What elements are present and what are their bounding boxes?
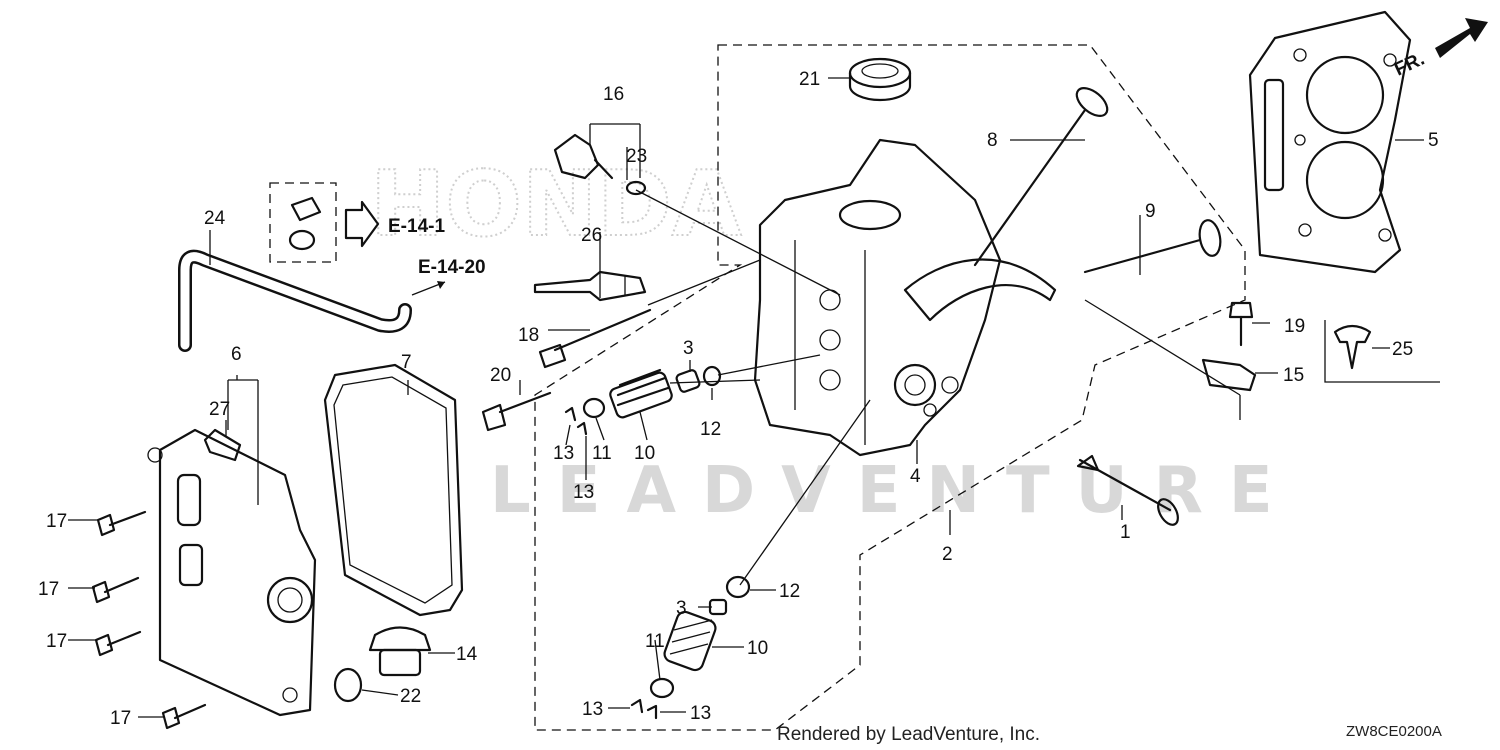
bolt-20[interactable] bbox=[481, 391, 552, 432]
callout-11-upper[interactable]: 11 bbox=[592, 443, 612, 464]
callout-13-lower-a[interactable]: 13 bbox=[582, 699, 603, 720]
callout-13-lower-b[interactable]: 13 bbox=[690, 703, 711, 724]
bolt-flange[interactable] bbox=[1076, 454, 1182, 528]
callout-19[interactable]: 19 bbox=[1284, 316, 1305, 337]
valve-spring-lower[interactable] bbox=[662, 610, 717, 673]
valve-retainer-lower[interactable] bbox=[649, 677, 675, 699]
callout-27[interactable]: 27 bbox=[209, 399, 230, 420]
credit-text: Rendered by LeadVenture, Inc. bbox=[777, 724, 1040, 745]
stud-bolt[interactable] bbox=[538, 308, 652, 369]
valve-stem-seal-lower[interactable] bbox=[708, 598, 728, 616]
breather-tube[interactable] bbox=[178, 249, 412, 352]
callout-8[interactable]: 8 bbox=[987, 130, 998, 151]
callout-6[interactable]: 6 bbox=[231, 344, 242, 365]
o-ring[interactable] bbox=[333, 667, 363, 703]
callout-4[interactable]: 4 bbox=[910, 466, 921, 487]
callout-26[interactable]: 26 bbox=[581, 225, 602, 246]
callout-22[interactable]: 22 bbox=[400, 686, 421, 707]
callout-17-a[interactable]: 17 bbox=[46, 511, 67, 532]
valve-cotter-upper[interactable] bbox=[564, 406, 577, 422]
reference-e-14-1[interactable]: E-14-1 bbox=[388, 216, 445, 237]
bolt-17-d[interactable] bbox=[161, 703, 207, 730]
callout-20[interactable]: 20 bbox=[490, 365, 511, 386]
callout-12-upper[interactable]: 12 bbox=[700, 419, 721, 440]
bracket-6 bbox=[227, 379, 259, 505]
callout-1[interactable]: 1 bbox=[1120, 522, 1131, 543]
bolt-17-b[interactable] bbox=[91, 576, 140, 604]
honda-watermark: HONDA bbox=[370, 152, 742, 257]
head-gasket[interactable] bbox=[1248, 10, 1412, 274]
callout-10-lower[interactable]: 10 bbox=[747, 638, 768, 659]
clip[interactable] bbox=[1333, 324, 1372, 370]
callout-16[interactable]: 16 bbox=[603, 84, 624, 105]
callout-14[interactable]: 14 bbox=[456, 644, 478, 665]
callout-25[interactable]: 25 bbox=[1392, 339, 1413, 360]
callout-23[interactable]: 23 bbox=[626, 146, 647, 167]
callout-5[interactable]: 5 bbox=[1428, 130, 1439, 151]
leadventure-watermark: LEADVENTURE bbox=[490, 454, 1299, 528]
callout-7[interactable]: 7 bbox=[401, 352, 412, 373]
callout-2[interactable]: 2 bbox=[942, 544, 953, 565]
assembly-boundary bbox=[534, 44, 1246, 731]
spark-plug[interactable] bbox=[533, 270, 647, 302]
callout-17-b[interactable]: 17 bbox=[38, 579, 59, 600]
oil-filler-cap[interactable] bbox=[368, 626, 432, 677]
oil-seal[interactable] bbox=[848, 57, 912, 102]
clip-box bbox=[1324, 320, 1440, 383]
valve-stem-seal-upper[interactable] bbox=[675, 369, 701, 393]
assembly-leader-lines bbox=[635, 189, 871, 586]
tube-clip-icon bbox=[288, 196, 322, 251]
bolt-17-a[interactable] bbox=[96, 510, 147, 537]
bolt-17-c[interactable] bbox=[94, 630, 142, 657]
callout-15[interactable]: 15 bbox=[1283, 365, 1304, 386]
valve-seat-washer-lower[interactable] bbox=[725, 575, 751, 599]
bracket-16 bbox=[589, 123, 641, 178]
callout-11-lower[interactable]: 11 bbox=[645, 631, 665, 652]
reference-e-14-20[interactable]: E-14-20 bbox=[418, 257, 486, 278]
valve-seat-washer-upper[interactable] bbox=[702, 365, 722, 387]
cylinder-head[interactable] bbox=[753, 138, 1057, 457]
callout-leaders bbox=[68, 77, 1424, 718]
washer[interactable] bbox=[625, 180, 647, 196]
valve-retainer-upper[interactable] bbox=[582, 397, 606, 419]
exhaust-valve[interactable] bbox=[1083, 219, 1223, 274]
valve-cotter-upper-b[interactable] bbox=[576, 421, 588, 436]
front-indicator-label: FR. bbox=[1391, 49, 1428, 81]
callout-3-lower[interactable]: 3 bbox=[676, 598, 687, 619]
callout-17-d[interactable]: 17 bbox=[110, 708, 131, 729]
oil-temperature-switch[interactable] bbox=[553, 133, 614, 180]
reference-pointer-head bbox=[437, 281, 445, 289]
callout-3-upper[interactable]: 3 bbox=[683, 338, 694, 359]
callout-17-c[interactable]: 17 bbox=[46, 631, 67, 652]
callout-24[interactable]: 24 bbox=[204, 208, 226, 229]
callout-13-upper-a[interactable]: 13 bbox=[553, 443, 574, 464]
bolt-19[interactable] bbox=[1228, 301, 1254, 347]
callout-10-upper[interactable]: 10 bbox=[634, 443, 655, 464]
tube-clip-box bbox=[269, 182, 337, 263]
diagram-code: ZW8CE0200A bbox=[1346, 723, 1442, 740]
front-arrow-icon: FR. bbox=[1391, 18, 1488, 81]
head-cover-gasket[interactable] bbox=[323, 363, 464, 617]
fitting[interactable] bbox=[203, 428, 242, 462]
callout-21[interactable]: 21 bbox=[799, 69, 820, 90]
intake-valve[interactable] bbox=[973, 83, 1112, 267]
valve-cotter-lower-b[interactable] bbox=[646, 704, 658, 720]
callout-12-lower[interactable]: 12 bbox=[779, 581, 800, 602]
callout-18[interactable]: 18 bbox=[518, 325, 539, 346]
valve-spring-upper[interactable] bbox=[609, 368, 674, 419]
valve-cotter-lower[interactable] bbox=[630, 698, 644, 714]
clamp[interactable] bbox=[1201, 358, 1257, 392]
callout-13-upper-b[interactable]: 13 bbox=[573, 482, 594, 503]
callout-9[interactable]: 9 bbox=[1145, 201, 1156, 222]
head-cover[interactable] bbox=[147, 428, 317, 717]
reference-arrow-icon bbox=[344, 200, 380, 248]
